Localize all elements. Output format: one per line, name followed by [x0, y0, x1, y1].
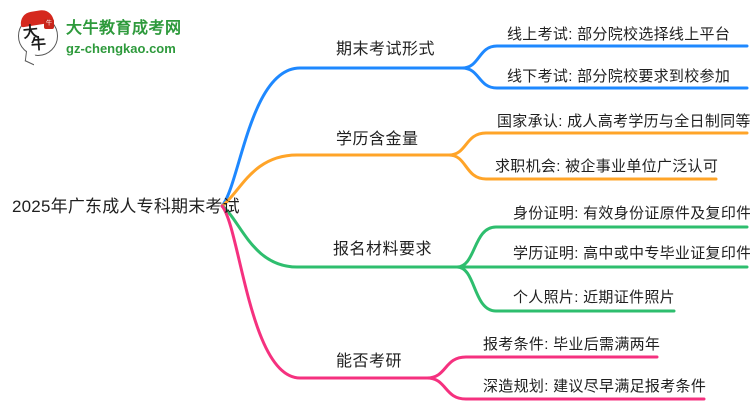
branch-label-degree-value: 学历含金量: [336, 131, 419, 148]
branch3-trunk-line: [220, 204, 749, 269]
branch4-child2-line: [425, 376, 706, 401]
branch3-child3-line: [455, 265, 676, 313]
leaf-node: 线下考试: 部分院校要求到校参加: [507, 68, 731, 85]
logo-text-block: 大牛教育成考网 gz-chengkao.com: [66, 12, 182, 56]
leaf-node: 报考条件: 毕业后需满两年: [483, 336, 661, 353]
leaf-node: 求职机会: 被企事业单位广泛认可: [495, 158, 719, 175]
branch1-child2-line: [460, 66, 749, 90]
branch1-child1-line: [460, 44, 749, 70]
logo-seal-icon: 牛: [44, 19, 54, 29]
site-name: 大牛教育成考网: [66, 20, 182, 37]
daniu-logo-icon: 大 牛 牛: [16, 8, 62, 66]
branch3-child1-line: [455, 225, 749, 269]
central-topic: 2025年广东成人专科期末考试: [12, 197, 240, 216]
leaf-node: 个人照片: 近期证件照片: [513, 289, 675, 306]
site-logo: 大 牛 牛 大牛教育成考网 gz-chengkao.com: [16, 8, 182, 66]
branch2-child2-line: [447, 153, 718, 181]
leaf-node: 深造规划: 建议尽早满足报考条件: [483, 378, 707, 395]
branch-label-postgraduate: 能否考研: [336, 353, 403, 370]
branch2-child1-line: [447, 131, 749, 157]
branch-label-exam-format: 期末考试形式: [336, 41, 436, 58]
leaf-node: 国家承认: 成人高考学历与全日制同等: [497, 113, 750, 130]
branch2-trunk-line: [220, 153, 451, 208]
leaf-node: 线上考试: 部分院校选择线上平台: [507, 26, 731, 43]
branch4-trunk-line: [220, 204, 429, 380]
site-domain: gz-chengkao.com: [66, 41, 176, 56]
branch-label-materials: 报名材料要求: [333, 241, 433, 258]
leaf-node: 身份证明: 有效身份证原件及复印件: [513, 205, 750, 222]
leaf-node: 学历证明: 高中或中专毕业证复印件: [513, 245, 750, 262]
branch1-trunk-line: [220, 66, 464, 208]
branch4-child1-line: [425, 355, 659, 380]
